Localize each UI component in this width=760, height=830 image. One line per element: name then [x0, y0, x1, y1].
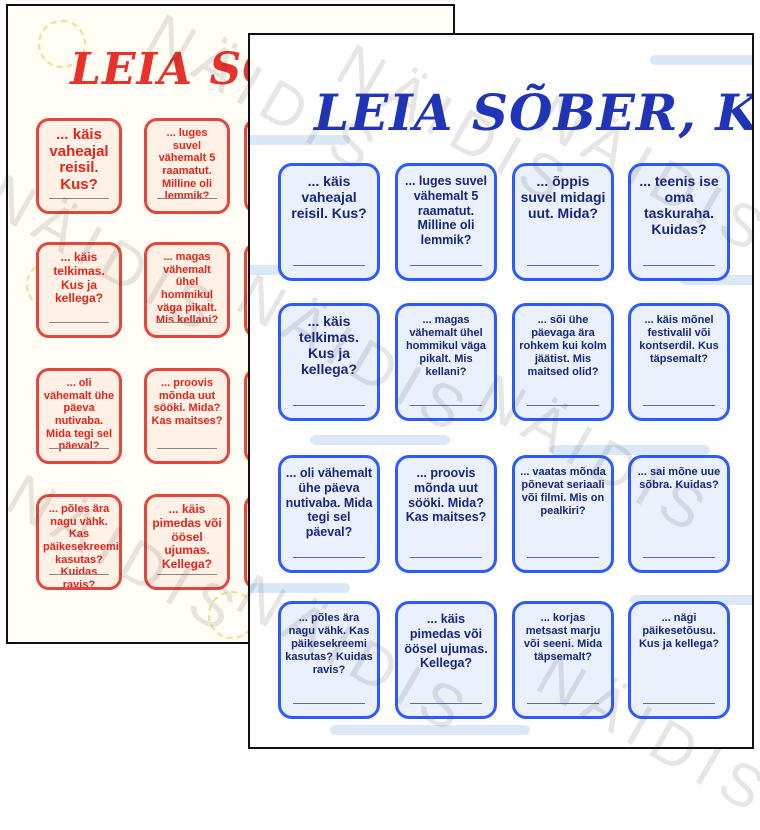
find-friend-card: ... proovis mõnda uut sööki. Mida? Kas m… — [395, 455, 497, 573]
back-card: ... luges suvel vähemalt 5 raamatut. Mil… — [144, 118, 230, 214]
back-card-text: ... käis vaheajal reisil. Kus? — [39, 121, 119, 193]
answer-line — [410, 265, 482, 266]
back-card: ... oli vähemalt ühe päeva nutivaba. Mid… — [36, 368, 122, 464]
answer-line — [527, 557, 599, 558]
answer-line — [643, 265, 715, 266]
answer-line — [643, 405, 715, 406]
answer-line — [49, 448, 109, 449]
find-friend-card: ... luges suvel vähemalt 5 raamatut. Mil… — [395, 163, 497, 281]
answer-line — [49, 322, 109, 323]
card-prompt-text: ... sõi ühe päevaga ära rohkem kui kolm … — [515, 306, 611, 379]
answer-line — [527, 265, 599, 266]
answer-line — [293, 703, 365, 704]
answer-line — [157, 448, 217, 449]
wave-doodle — [650, 55, 754, 65]
card-prompt-text: ... nägi päikesetõusu. Kus ja kellega? — [631, 604, 727, 651]
back-card: ... proovis mõnda uut sööki. Mida? Kas m… — [144, 368, 230, 464]
back-card-text: ... proovis mõnda uut sööki. Mida? Kas m… — [147, 371, 227, 428]
answer-line — [410, 557, 482, 558]
answer-line — [293, 405, 365, 406]
back-card-text: ... luges suvel vähemalt 5 raamatut. Mil… — [147, 121, 227, 203]
find-friend-card: ... oli vähemalt ühe päeva nutivaba. Mid… — [278, 455, 380, 573]
back-card-text: ... oli vähemalt ühe päeva nutivaba. Mid… — [39, 371, 119, 453]
card-prompt-text: ... oli vähemalt ühe päeva nutivaba. Mid… — [281, 458, 377, 540]
card-prompt-text: ... käis mõnel festivalil või kontserdil… — [631, 306, 727, 366]
answer-line — [157, 198, 217, 199]
card-prompt-text: ... proovis mõnda uut sööki. Mida? Kas m… — [398, 458, 494, 525]
answer-line — [293, 557, 365, 558]
answer-line — [643, 557, 715, 558]
answer-line — [293, 265, 365, 266]
find-friend-card: ... käis mõnel festivalil või kontserdil… — [628, 303, 730, 421]
